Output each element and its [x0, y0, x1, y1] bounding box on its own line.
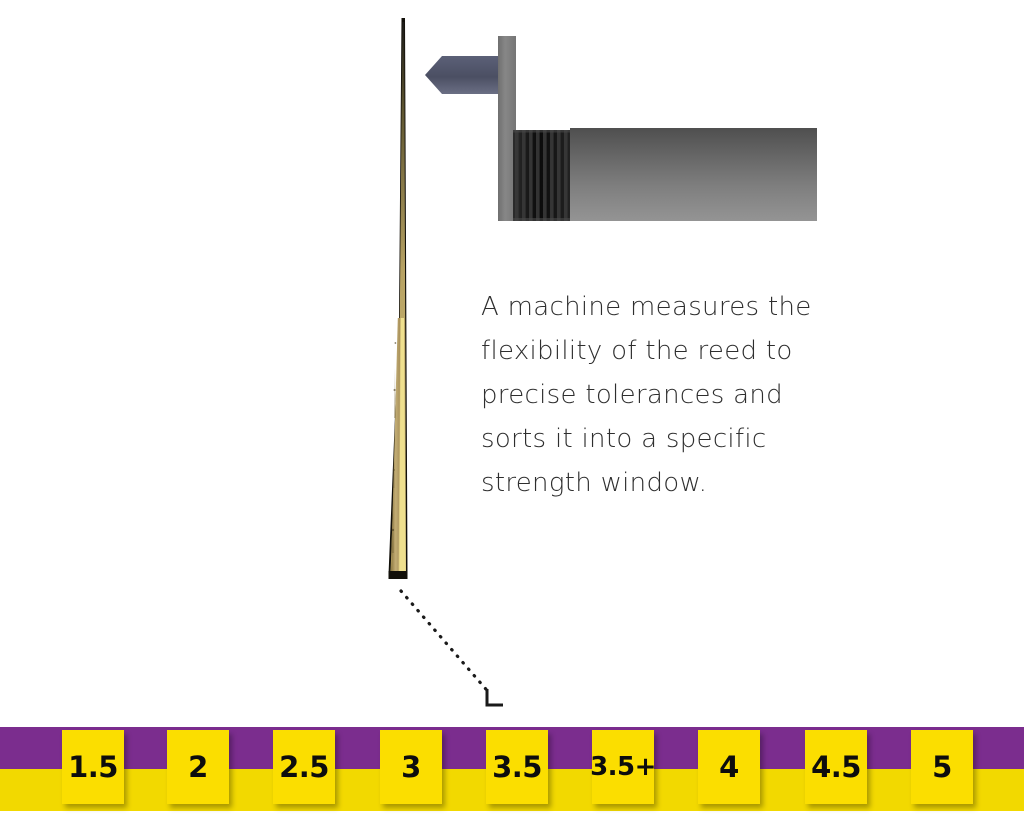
scale-tile-label: 5 — [932, 749, 952, 784]
scale-tile-label: 2 — [188, 749, 208, 784]
scale-tile-label: 1.5 — [68, 749, 118, 784]
reed-bark-strip — [391, 318, 401, 571]
scale-tile-2[interactable]: 2 — [167, 730, 229, 804]
probe-arrow-icon — [425, 56, 504, 94]
reed-svg — [388, 18, 408, 579]
scale-tile-label: 3.5+ — [590, 752, 656, 782]
reed-heel-edge — [388, 571, 408, 579]
scale-tile-label: 3 — [401, 749, 421, 784]
scale-tile-2-5[interactable]: 2.5 — [273, 730, 335, 804]
reed-illustration — [368, 18, 418, 580]
scale-tile-label: 4.5 — [811, 749, 861, 784]
scale-tile-label: 4 — [719, 749, 739, 784]
scale-tile-label: 3.5 — [492, 749, 542, 784]
machine-svg — [425, 36, 817, 221]
dotted-arrow-pointer — [395, 585, 515, 715]
vertical-post — [498, 36, 516, 221]
dotted-arrow-svg — [399, 589, 503, 707]
caption-text: A machine measures the flexibility of th… — [481, 292, 812, 498]
scale-tile-4-5[interactable]: 4.5 — [805, 730, 867, 804]
reed-face — [399, 318, 406, 571]
machine-illustration — [420, 18, 820, 228]
corner-bracket-arrowhead — [485, 689, 503, 707]
strength-scale-strip: 1.5 2 2.5 3 3.5 3.5+ 4 4.5 5 — [0, 727, 1024, 811]
scale-tile-1-5[interactable]: 1.5 — [62, 730, 124, 804]
scale-tile-4[interactable]: 4 — [698, 730, 760, 804]
scale-tile-3[interactable]: 3 — [380, 730, 442, 804]
dotted-line — [399, 589, 493, 697]
cylinder-body — [570, 128, 817, 221]
scale-tile-3-5plus[interactable]: 3.5+ — [590, 730, 656, 804]
scale-tile-label: 2.5 — [279, 749, 329, 784]
scale-tile-5[interactable]: 5 — [911, 730, 973, 804]
bellows — [513, 130, 571, 221]
scale-tile-3-5[interactable]: 3.5 — [486, 730, 548, 804]
